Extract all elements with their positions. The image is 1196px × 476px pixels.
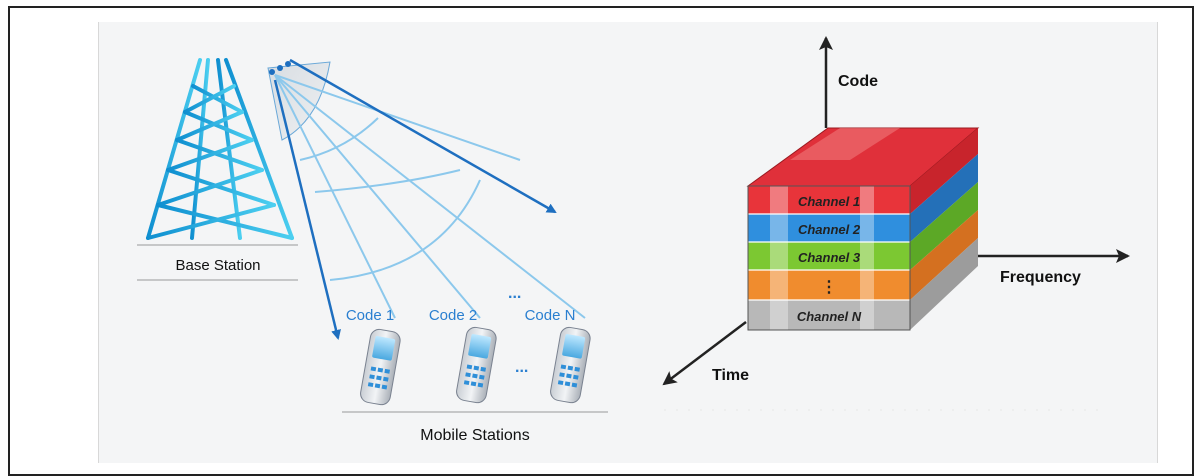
mobile-phone-icon <box>360 328 401 406</box>
beam-arrow-down <box>273 79 341 340</box>
channel-2-band <box>748 214 910 242</box>
channel-2-label: Channel 2 <box>798 222 861 237</box>
code-ellipsis-top: ... <box>508 285 521 302</box>
channel-ellipsis-band <box>748 270 910 300</box>
channel-n-label: Channel N <box>797 309 862 324</box>
channel-3-band <box>748 242 910 270</box>
channel-1-label: Channel 1 <box>798 194 860 209</box>
code-axis-label: Code <box>838 73 878 90</box>
time-axis-label: Time <box>712 367 749 384</box>
code-rays <box>274 74 586 319</box>
tower-icon <box>146 38 294 240</box>
channel-1-band <box>748 186 910 214</box>
code-1-label: Code 1 <box>346 307 394 324</box>
channel-3-label: Channel 3 <box>798 250 861 265</box>
channel-ellipsis-label: ⋮ <box>821 279 837 296</box>
frequency-axis-label: Frequency <box>1000 269 1081 286</box>
mobile-phone-icon <box>550 326 591 404</box>
code-2-label: Code 2 <box>429 307 477 324</box>
mobile-stations-label: Mobile Stations <box>420 427 529 444</box>
beam-arrow-right <box>289 58 557 214</box>
channel-n-band <box>748 300 910 330</box>
base-station-label: Base Station <box>175 257 260 274</box>
time-axis <box>662 321 747 386</box>
code-n-label: Code N <box>525 307 576 324</box>
channel-cube <box>746 127 980 331</box>
cdma-diagram: Base Station ... Code 1 Code 2 Code N <box>137 36 1130 444</box>
phone-ellipsis: ... <box>515 359 528 376</box>
mobile-phone-icon <box>456 326 497 404</box>
